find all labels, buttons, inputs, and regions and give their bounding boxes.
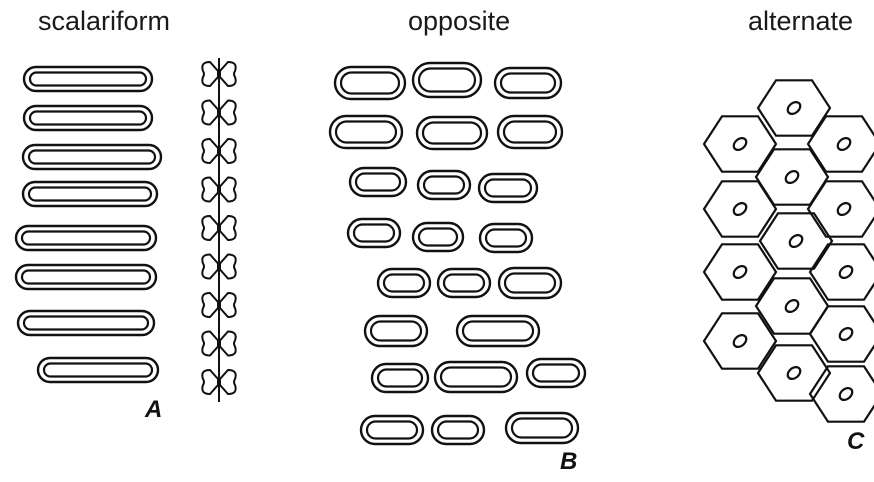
alternate-pit (806, 115, 874, 173)
alternate-pit (808, 365, 874, 423)
scalariform-pit (14, 224, 158, 252)
alternate-title: alternate (748, 6, 854, 36)
alternate-pits (702, 79, 874, 423)
bordered-pit-pair (201, 214, 237, 242)
opposite-pit (504, 411, 580, 445)
opposite-pit (370, 362, 430, 394)
opposite-pit (455, 314, 541, 348)
scalariform-pit (16, 309, 156, 337)
scalariform-pit (21, 143, 163, 171)
alternate-pit (758, 212, 834, 270)
opposite-pit (415, 115, 489, 151)
opposite-pit (478, 222, 534, 254)
scalariform-section-view (201, 58, 237, 402)
scalariform-pit (36, 356, 160, 384)
bordered-pit-pair (201, 253, 237, 280)
opposite-pit (411, 221, 465, 253)
opposite-pit (496, 114, 564, 150)
opposite-pit (333, 65, 407, 101)
bordered-pit-pair (201, 330, 237, 357)
opposite-pit (363, 314, 429, 348)
bordered-pit-pair (201, 368, 237, 396)
opposite-pit (376, 267, 432, 299)
panel-label-b: B (560, 448, 578, 475)
opposite-pit (411, 61, 483, 99)
opposite-pit (493, 66, 563, 100)
opposite-title: opposite (408, 6, 511, 36)
scalariform-title: scalariform (38, 6, 171, 36)
scalariform-pit (21, 180, 159, 208)
scalariform-pit (22, 65, 154, 93)
bordered-pit-pair (201, 60, 237, 88)
alternate-pit (702, 180, 778, 238)
alternate-pit (756, 344, 832, 402)
alternate-pit (808, 305, 874, 363)
opposite-pit (525, 357, 587, 389)
opposite-pit (436, 267, 492, 299)
alternate-pit (756, 79, 832, 137)
opposite-pit (416, 169, 472, 201)
opposite-pits (328, 61, 587, 446)
panel-label-a: A (145, 396, 163, 423)
opposite-pit (348, 166, 408, 198)
alternate-pit (702, 243, 778, 301)
scalariform-pits (14, 65, 163, 384)
scalariform-pit (22, 104, 154, 132)
alternate-pit (808, 243, 874, 301)
panel-label-c: C (847, 428, 865, 455)
alternate-pit (702, 312, 778, 370)
opposite-pit (346, 217, 402, 249)
bordered-pit-pair (201, 291, 237, 319)
scalariform-pit (14, 263, 158, 291)
opposite-pit (477, 172, 539, 204)
bordered-pit-pair (201, 137, 237, 165)
bordered-pit-pair (201, 176, 237, 203)
opposite-pit (328, 114, 404, 150)
opposite-pit (359, 414, 425, 446)
opposite-pit (497, 266, 563, 300)
bordered-pit-pair (201, 99, 237, 126)
opposite-pit (433, 360, 519, 394)
alternate-pit (702, 115, 778, 173)
alternate-pit (806, 180, 874, 238)
opposite-pit (430, 414, 486, 446)
